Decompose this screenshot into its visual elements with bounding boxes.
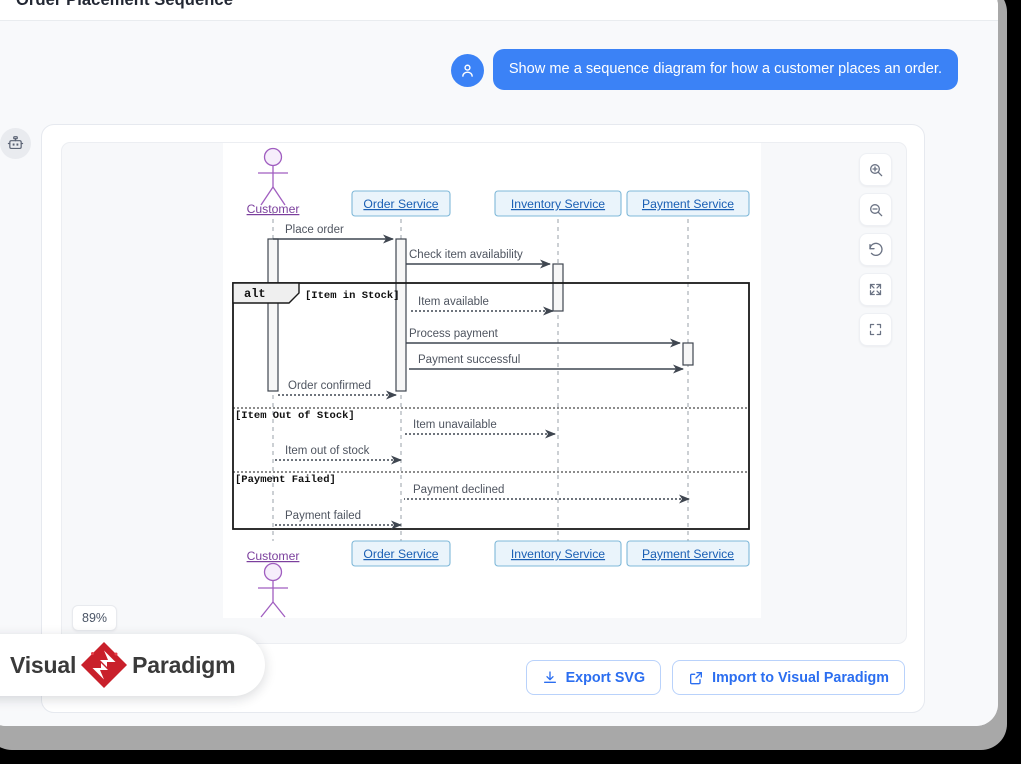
viewport-toolbar <box>859 153 892 346</box>
assistant-message-row: Customer Order Service Inventory Service… <box>0 124 942 713</box>
import-to-visual-paradigm-button[interactable]: Import to Visual Paradigm <box>672 660 905 695</box>
message-label-order-confirmed: Order confirmed <box>288 380 371 392</box>
participant-label-payment-service-bottom: Payment Service <box>642 547 734 561</box>
zoom-out-button[interactable] <box>859 193 892 226</box>
participant-boxes-bottom <box>351 540 750 567</box>
reset-view-button[interactable] <box>859 233 892 266</box>
watermark-word-paradigm: Paradigm <box>132 651 236 678</box>
message-label-payment-declined: Payment declined <box>413 484 504 496</box>
import-to-visual-paradigm-label: Import to Visual Paradigm <box>712 669 889 686</box>
page-title: Order Placement Sequence <box>16 0 233 9</box>
message-label-item-unavailable: Item unavailable <box>413 419 497 431</box>
app-header: Order Placement Sequence <box>0 0 998 21</box>
actor-customer-top <box>258 147 288 206</box>
participant-boxes-top <box>351 190 750 217</box>
robot-icon <box>0 128 31 159</box>
combined-fragment-alt <box>232 282 750 530</box>
watermark-word-visual: Visual <box>10 651 77 678</box>
export-svg-button[interactable]: Export SVG <box>525 660 662 695</box>
actor-label-customer-top: Customer <box>247 202 300 216</box>
visual-paradigm-watermark: Visual Paradigm <box>0 634 266 696</box>
card-actions: Export SVG Import to Visual Paradigm <box>61 660 905 695</box>
visual-paradigm-diamond-logo <box>78 639 130 691</box>
participant-label-order-service-top: Order Service <box>363 197 438 211</box>
conversation-area: Show me a sequence diagram for how a cus… <box>0 21 998 726</box>
fullscreen-button[interactable] <box>859 313 892 346</box>
participant-label-inventory-service-top: Inventory Service <box>511 197 605 211</box>
sequence-diagram-svg: Customer Order Service Inventory Service… <box>232 147 750 618</box>
external-link-icon <box>688 670 704 686</box>
message-label-check-item-availability: Check item availability <box>409 249 523 261</box>
user-message-bubble: Show me a sequence diagram for how a cus… <box>492 49 958 91</box>
user-icon <box>450 54 484 87</box>
message-label-payment-successful: Payment successful <box>418 354 520 366</box>
user-message-row: Show me a sequence diagram for how a cus… <box>0 49 958 91</box>
diagram-viewport[interactable]: Customer Order Service Inventory Service… <box>61 142 907 644</box>
fragment-guard-item-in-stock: [Item in Stock] <box>305 290 400 302</box>
message-label-payment-failed: Payment failed <box>285 510 361 522</box>
message-label-item-available: Item available <box>418 296 489 308</box>
diagram-result-card: Customer Order Service Inventory Service… <box>41 124 925 713</box>
download-icon <box>542 670 558 686</box>
fragment-operator-alt: alt <box>244 287 266 301</box>
fragment-guard-item-out-of-stock: [Item Out of Stock] <box>235 410 355 422</box>
fit-to-screen-button[interactable] <box>859 273 892 306</box>
sequence-diagram-canvas: Customer Order Service Inventory Service… <box>223 143 761 618</box>
zoom-level-badge: 89% <box>72 605 118 631</box>
participant-label-payment-service-top: Payment Service <box>642 197 734 211</box>
message-label-place-order: Place order <box>285 224 344 236</box>
app-window: Order Placement Sequence Show me a seque… <box>0 0 998 726</box>
actor-customer-bottom <box>258 562 288 618</box>
actor-label-customer-bottom: Customer <box>247 549 300 563</box>
lifelines <box>272 211 689 541</box>
fragment-guard-payment-failed: [Payment Failed] <box>235 474 336 486</box>
message-label-item-out-of-stock: Item out of stock <box>285 445 370 457</box>
message-label-process-payment: Process payment <box>409 328 499 340</box>
export-svg-label: Export SVG <box>565 669 646 686</box>
participant-label-inventory-service-bottom: Inventory Service <box>511 547 605 561</box>
activation-bars <box>267 238 694 392</box>
zoom-in-button[interactable] <box>859 153 892 186</box>
participant-label-order-service-bottom: Order Service <box>363 547 438 561</box>
